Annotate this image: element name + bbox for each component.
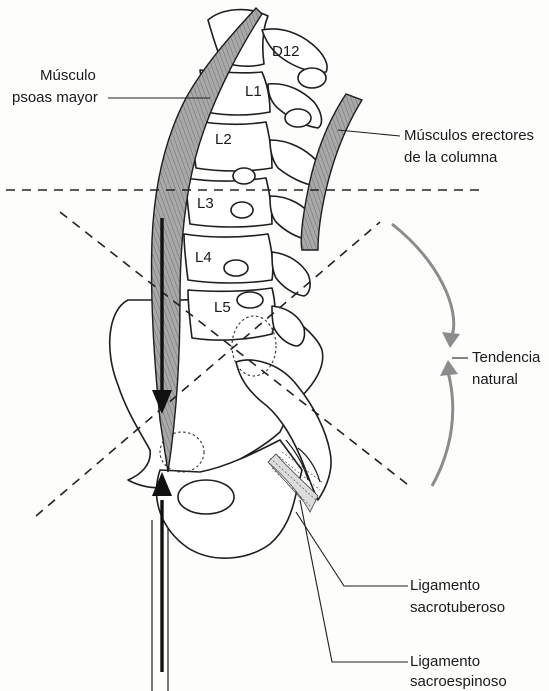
vertebra-label-l3: L3 bbox=[197, 195, 214, 212]
tendency-label-line2: natural bbox=[472, 371, 518, 388]
sacroespinoso-label-line2: sacroespinoso bbox=[410, 673, 507, 690]
femur-lines bbox=[152, 520, 168, 691]
erector-label-line1: Músculos erectores bbox=[404, 127, 534, 144]
vertebra-label-l2: L2 bbox=[215, 131, 232, 148]
psoas-label-line1: Músculo bbox=[40, 67, 96, 84]
tendency-label-line1: Tendencia bbox=[472, 349, 541, 366]
sacrotuberoso-label-line1: Ligamento bbox=[410, 577, 480, 594]
vertebra-label-d12: D12 bbox=[272, 43, 300, 60]
psoas-label-line2: psoas mayor bbox=[12, 89, 98, 106]
sacrotuberoso-label-line2: sacrotuberoso bbox=[410, 599, 505, 616]
vertebra-label-l5: L5 bbox=[214, 299, 231, 316]
erector-label-line2: de la columna bbox=[404, 149, 498, 166]
tendency-arrow bbox=[392, 224, 460, 486]
vertebra-label-l4: L4 bbox=[195, 249, 212, 266]
vertebra-label-l1: L1 bbox=[245, 83, 262, 100]
sacroespinoso-label-line1: Ligamento bbox=[410, 653, 480, 670]
